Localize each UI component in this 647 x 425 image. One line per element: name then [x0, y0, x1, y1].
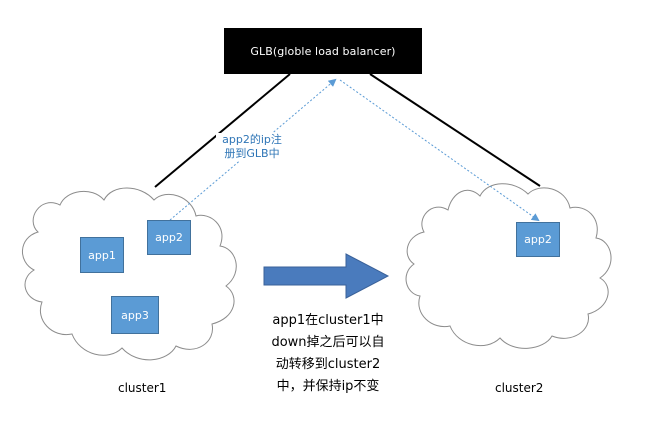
register-note: app2的ip注 册到GLB中 [216, 133, 288, 161]
app-label: app2 [524, 233, 552, 246]
app-label: app1 [88, 248, 116, 262]
cluster1-app3: app3 [111, 296, 159, 334]
cluster1-label: cluster1 [118, 381, 167, 395]
cluster1-app1: app1 [80, 237, 124, 273]
migration-arrow [263, 253, 390, 299]
cluster1-cloud [22, 187, 237, 361]
cluster1-app2: app2 [147, 220, 191, 255]
cluster2-app2: app2 [516, 222, 560, 257]
cluster2-label: cluster2 [495, 381, 544, 395]
app-label: app2 [155, 231, 183, 244]
migration-note-line: down掉之后可以自 [271, 335, 385, 350]
glb-to-cluster2-link [369, 73, 541, 187]
cluster2-cloud [405, 183, 612, 349]
register-note-line2: 册到GLB中 [224, 147, 280, 160]
glb-to-cluster1-link [154, 73, 291, 188]
migration-note-line: 动转移到cluster2 [275, 357, 381, 372]
migration-note-line: app1在cluster1中 [272, 313, 384, 328]
glb-box: GLB(globle load balancer) [224, 28, 422, 74]
register-note-line1: app2的ip注 [222, 133, 282, 146]
glb-to-app2-arrow [339, 79, 540, 222]
app-label: app3 [121, 308, 149, 322]
migration-note-line: 中，并保持ip不变 [276, 379, 380, 394]
migration-note: app1在cluster1中 down掉之后可以自 动转移到cluster2 中… [258, 310, 398, 398]
glb-label: GLB(globle load balancer) [250, 44, 396, 58]
